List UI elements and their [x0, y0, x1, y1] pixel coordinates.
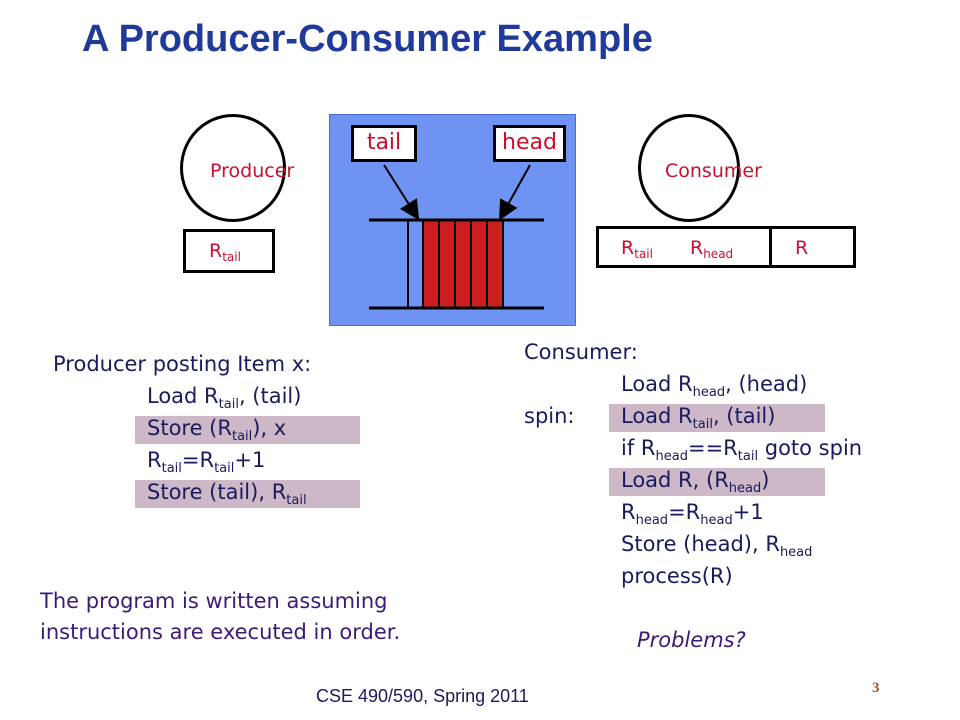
- producer-circle: [180, 114, 286, 222]
- note-text: The program is written assuming instruct…: [40, 586, 400, 648]
- producer-code-line-4: Store (tail), Rtail: [135, 480, 360, 508]
- producer-code-line-3: Rtail=Rtail+1: [147, 448, 266, 476]
- consumer-code-line-4: Load R, (Rhead): [609, 468, 825, 496]
- queue-filled-region: [423, 221, 503, 307]
- tail-pointer: tail: [351, 125, 417, 162]
- note-line-2: instructions are executed in order.: [40, 620, 401, 644]
- consumer-register-head: Rhead: [690, 237, 734, 261]
- consumer-code-line-3: if Rhead==Rtail goto spin: [621, 436, 863, 464]
- problems-text: Problems?: [637, 628, 746, 652]
- head-pointer: head: [493, 125, 566, 162]
- consumer-code-line-7: process(R): [621, 564, 733, 588]
- slide-title: A Producer-Consumer Example: [82, 18, 653, 60]
- head-arrow: [499, 164, 531, 221]
- producer-code-heading: Producer posting Item x:: [53, 352, 312, 376]
- page-number: 3: [872, 680, 880, 696]
- consumer-code-line-2: Load Rtail, (tail): [609, 404, 825, 432]
- producer-register-label: Rtail: [209, 240, 241, 264]
- consumer-circle: [638, 114, 740, 222]
- consumer-register-r: R: [795, 237, 809, 259]
- producer-code-line-2: Store (Rtail), x: [135, 416, 360, 444]
- consumer-code-line-5: Rhead=Rhead+1: [621, 500, 764, 528]
- footer-course: CSE 490/590, Spring 2011: [316, 686, 529, 706]
- tail-arrow: [383, 164, 420, 221]
- producer-code-line-1: Load Rtail, (tail): [147, 384, 302, 412]
- consumer-register-tail: Rtail: [621, 237, 653, 261]
- consumer-code-line-6: Store (head), Rhead: [621, 532, 813, 560]
- producer-label: Producer: [210, 160, 295, 182]
- producer-register-box: [183, 229, 275, 273]
- spin-label: spin:: [524, 404, 575, 428]
- register-divider: [769, 227, 772, 267]
- queue-diagram: [369, 164, 544, 310]
- consumer-registers-box: [596, 226, 856, 268]
- consumer-label: Consumer: [665, 160, 762, 182]
- consumer-code-heading: Consumer:: [524, 340, 638, 364]
- note-line-1: The program is written assuming: [40, 589, 388, 613]
- consumer-code-line-1: Load Rhead, (head): [621, 372, 808, 400]
